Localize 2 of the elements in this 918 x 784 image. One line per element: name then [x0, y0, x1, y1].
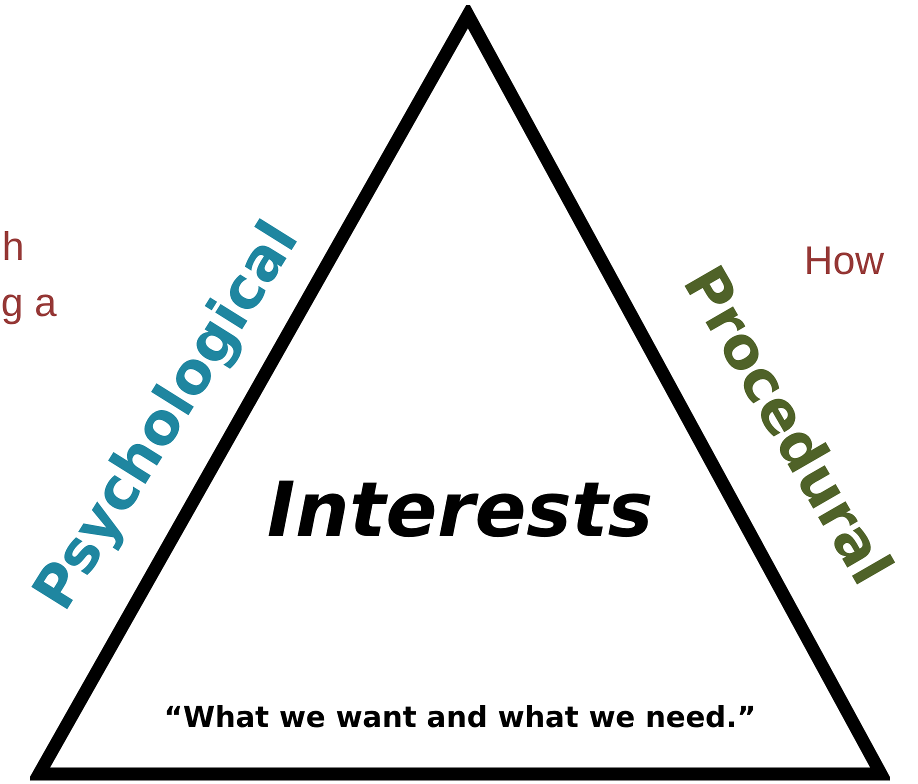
cropped-text: h — [2, 224, 24, 270]
quote-text: “What we want and what we need.” — [162, 699, 758, 736]
